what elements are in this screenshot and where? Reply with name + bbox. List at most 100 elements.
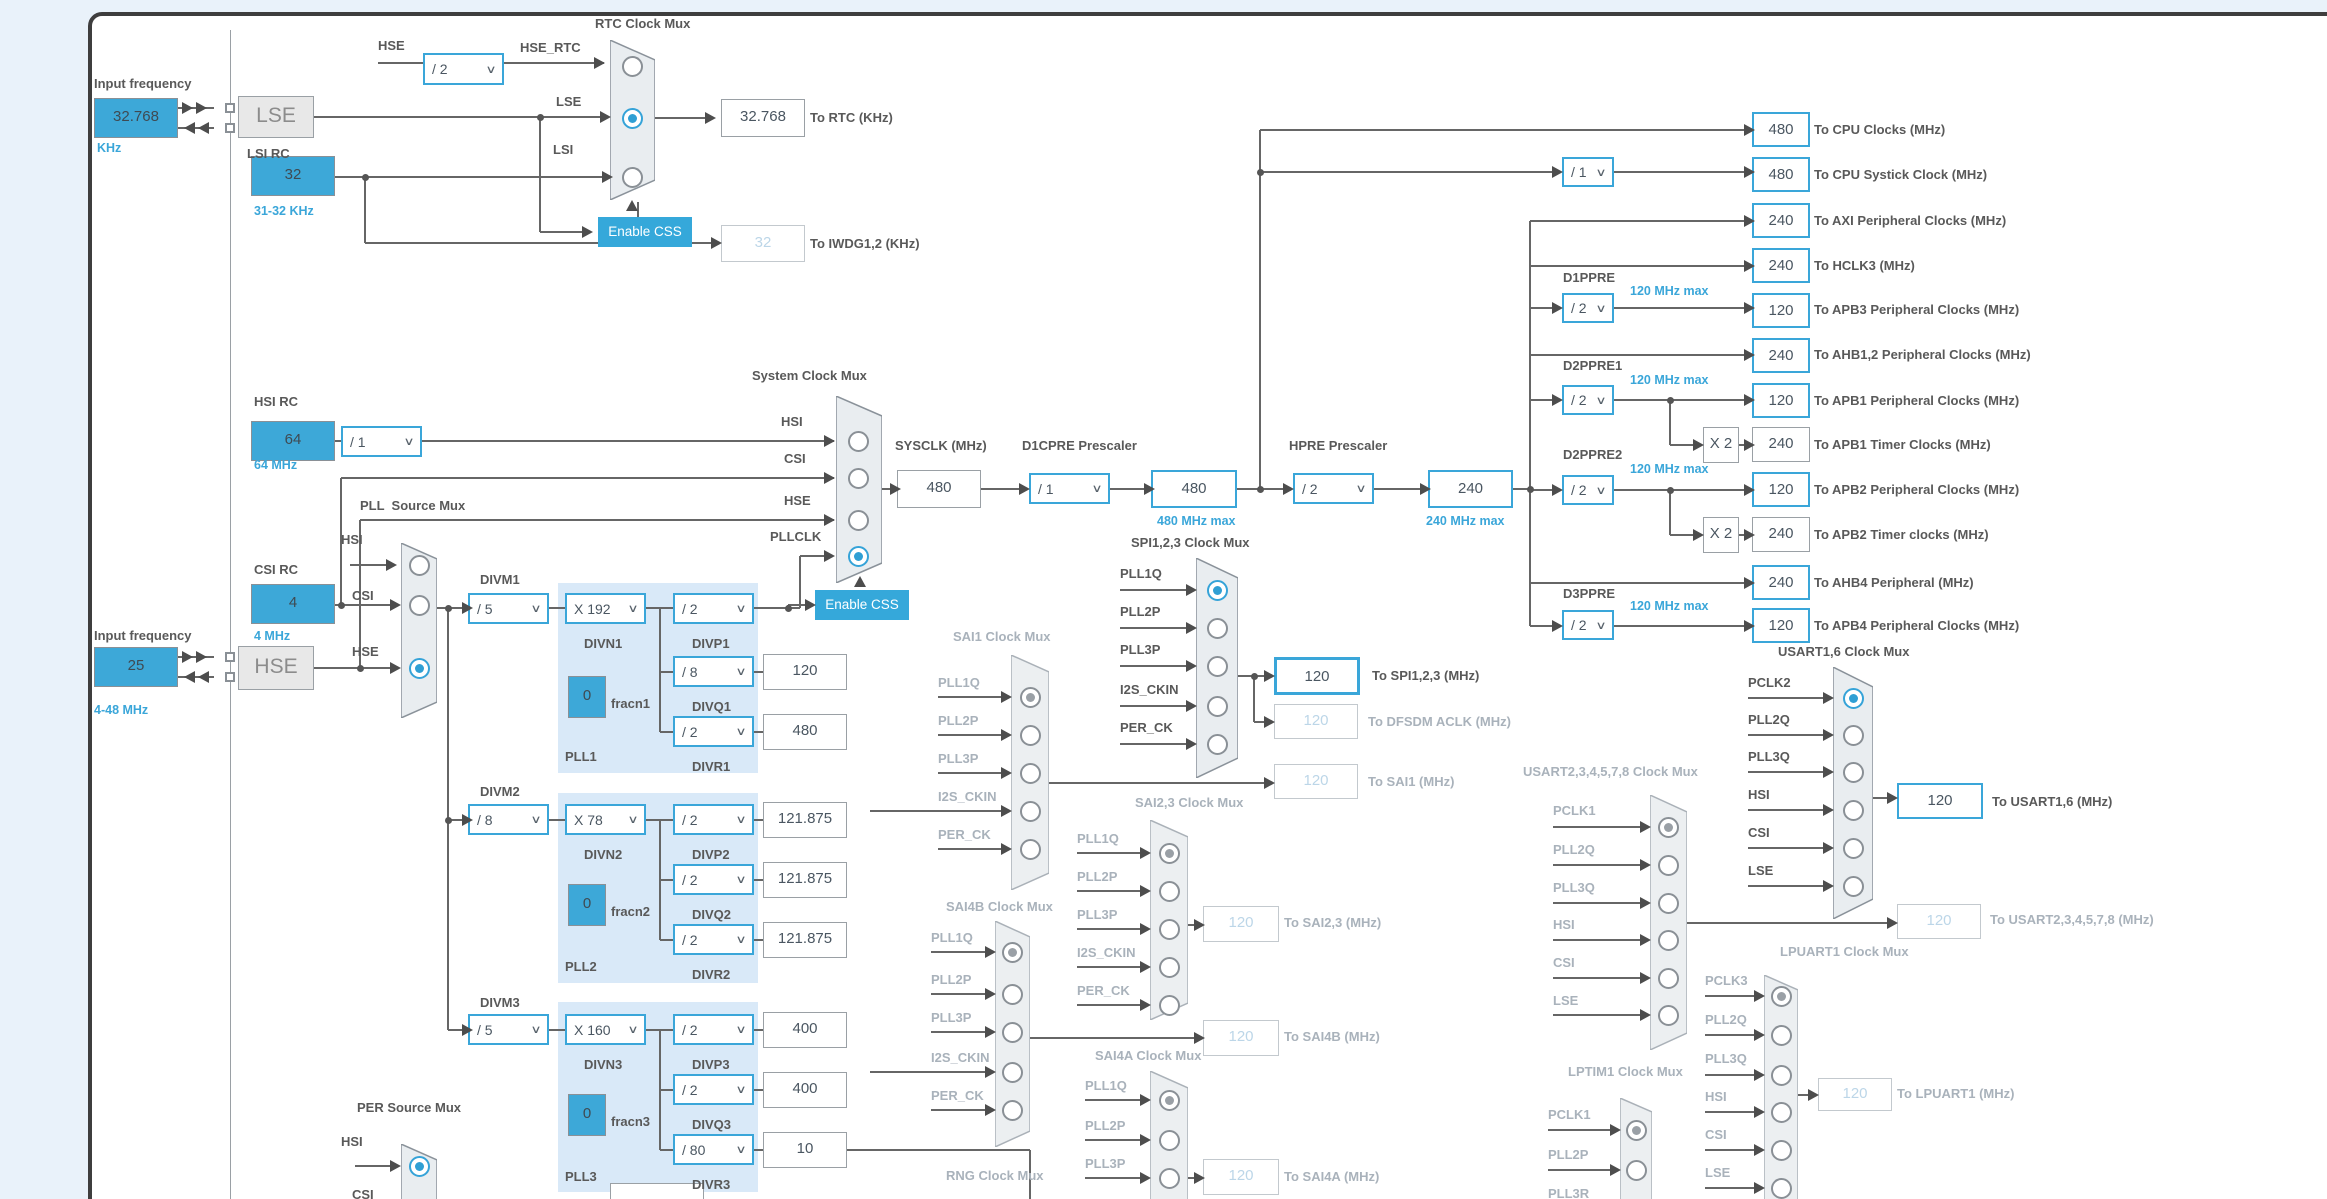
lptim1-clock-mux-radio-1[interactable] (1626, 1160, 1647, 1181)
csi-value-box[interactable]: 4 (251, 584, 335, 624)
spi123-clock-mux-radio-0[interactable] (1207, 580, 1228, 601)
systick-freq-box[interactable]: 480 (1752, 157, 1810, 192)
spi123-freq-box[interactable]: 120 (1274, 657, 1360, 695)
hclk3-freq-box[interactable]: 240 (1752, 248, 1810, 283)
sai23-clock-mux-radio-4[interactable] (1159, 995, 1180, 1016)
fracn1-field[interactable]: 0 (568, 676, 606, 718)
d3ppre-select[interactable]: / 2∨ (1562, 610, 1614, 640)
sai1-clock-mux-radio-1[interactable] (1020, 725, 1041, 746)
divq2-select[interactable]: / 2∨ (673, 864, 754, 895)
apb3-freq-box[interactable]: 120 (1752, 293, 1810, 328)
system-clock-mux-radio-0[interactable] (848, 431, 869, 452)
usart2345-clock-mux-radio-1[interactable] (1658, 855, 1679, 876)
sai4b-clock-mux-radio-4[interactable] (1002, 1100, 1023, 1121)
rtc-clock-mux-radio-0[interactable] (622, 56, 643, 77)
per-source-mux-radio-0[interactable] (409, 1156, 430, 1177)
sai4a-clock-mux-radio-2[interactable] (1159, 1168, 1180, 1189)
d1ppre-select[interactable]: / 2∨ (1562, 293, 1614, 323)
hsi-value-box[interactable]: 64 (251, 421, 335, 461)
d2ppre2-select[interactable]: / 2∨ (1562, 475, 1614, 505)
rtc-enable-css-button[interactable]: Enable CSS (598, 217, 692, 247)
fracn2-field[interactable]: 0 (568, 884, 606, 926)
ahb4-freq-box[interactable]: 240 (1752, 565, 1810, 600)
divm2-select[interactable]: / 8∨ (468, 804, 549, 835)
usart2345-clock-mux-radio-4[interactable] (1658, 968, 1679, 989)
sai4b-clock-mux-radio-0[interactable] (1002, 942, 1023, 963)
sai1-clock-mux-radio-4[interactable] (1020, 839, 1041, 860)
divr1-select[interactable]: / 2∨ (673, 716, 754, 747)
spi123-clock-mux-radio-4[interactable] (1207, 734, 1228, 755)
sai4a-clock-mux-radio-0[interactable] (1159, 1090, 1180, 1111)
divp1-select[interactable]: / 2∨ (673, 593, 754, 624)
rtc-hse-div-select[interactable]: / 2∨ (423, 53, 504, 85)
pll-source-mux-radio-1[interactable] (409, 595, 430, 616)
d1cpre-out-box[interactable]: 480 (1151, 470, 1237, 508)
divm3-select[interactable]: / 5∨ (468, 1014, 549, 1045)
usart16-clock-mux-radio-1[interactable] (1843, 725, 1864, 746)
sai23-clock-mux-radio-0[interactable] (1159, 843, 1180, 864)
lpuart1-clock-mux-radio-3[interactable] (1771, 1102, 1792, 1123)
divq3-select[interactable]: / 2∨ (673, 1074, 754, 1105)
cpu-freq-box[interactable]: 480 (1752, 112, 1810, 147)
hpre-select[interactable]: / 2∨ (1293, 473, 1374, 504)
lpuart1-clock-mux-radio-1[interactable] (1771, 1025, 1792, 1046)
hpre-out-box[interactable]: 240 (1428, 470, 1513, 508)
usart2345-clock-mux-radio-3[interactable] (1658, 930, 1679, 951)
usart16-freq-box[interactable]: 120 (1897, 783, 1983, 819)
lsi-value-box[interactable]: 32 (251, 156, 335, 196)
divn3-select[interactable]: X 160∨ (565, 1014, 646, 1045)
apb2-freq-box[interactable]: 120 (1752, 472, 1810, 507)
usart2345-clock-mux-radio-5[interactable] (1658, 1005, 1679, 1026)
divn2-select[interactable]: X 78∨ (565, 804, 646, 835)
axi-freq-box[interactable]: 240 (1752, 203, 1810, 238)
d2ppre1-select[interactable]: / 2∨ (1562, 385, 1614, 415)
lpuart1-clock-mux-radio-0[interactable] (1771, 986, 1792, 1007)
divp3-select[interactable]: / 2∨ (673, 1014, 754, 1045)
rtc-clock-mux-radio-1[interactable] (622, 108, 643, 129)
usart16-clock-mux-radio-3[interactable] (1843, 800, 1864, 821)
spi123-clock-mux-radio-2[interactable] (1207, 656, 1228, 677)
system-clock-mux-radio-2[interactable] (848, 510, 869, 531)
usart16-clock-mux-radio-4[interactable] (1843, 838, 1864, 859)
spi123-clock-mux-radio-1[interactable] (1207, 618, 1228, 639)
sai23-clock-mux-radio-3[interactable] (1159, 957, 1180, 978)
divr3-select[interactable]: / 80∨ (673, 1134, 754, 1165)
sai4b-clock-mux-radio-1[interactable] (1002, 984, 1023, 1005)
divp2-select[interactable]: / 2∨ (673, 804, 754, 835)
sai23-clock-mux-radio-1[interactable] (1159, 881, 1180, 902)
system-clock-mux-radio-3[interactable] (848, 546, 869, 567)
lse-input-frequency-field[interactable]: 32.768 (94, 98, 178, 138)
usart2345-clock-mux-radio-2[interactable] (1658, 893, 1679, 914)
lpuart1-clock-mux-radio-5[interactable] (1771, 1178, 1792, 1199)
sai1-clock-mux-radio-3[interactable] (1020, 801, 1041, 822)
hse-input-frequency-field[interactable]: 25 (94, 647, 178, 687)
sys-enable-css-button[interactable]: Enable CSS (815, 590, 909, 620)
rtc-clock-mux-radio-2[interactable] (622, 167, 643, 188)
pll-source-mux-radio-2[interactable] (409, 658, 430, 679)
usart16-clock-mux-radio-0[interactable] (1843, 688, 1864, 709)
systick-div-select[interactable]: / 1∨ (1562, 157, 1614, 187)
system-clock-mux-radio-1[interactable] (848, 468, 869, 489)
apb1-freq-box[interactable]: 120 (1752, 383, 1810, 418)
divq1-select[interactable]: / 8∨ (673, 656, 754, 687)
lpuart1-clock-mux-radio-2[interactable] (1771, 1065, 1792, 1086)
sai4b-clock-mux-radio-2[interactable] (1002, 1022, 1023, 1043)
spi123-clock-mux-radio-3[interactable] (1207, 696, 1228, 717)
apb4-freq-box[interactable]: 120 (1752, 608, 1810, 643)
usart16-clock-mux-radio-5[interactable] (1843, 876, 1864, 897)
sai23-clock-mux-radio-2[interactable] (1159, 919, 1180, 940)
d1cpre-select[interactable]: / 1∨ (1029, 473, 1110, 504)
fracn3-field[interactable]: 0 (568, 1094, 606, 1136)
lpuart1-clock-mux-radio-4[interactable] (1771, 1140, 1792, 1161)
usart2345-clock-mux-radio-0[interactable] (1658, 817, 1679, 838)
lptim1-clock-mux-radio-0[interactable] (1626, 1120, 1647, 1141)
divm1-select[interactable]: / 5∨ (468, 593, 549, 624)
usart16-clock-mux-radio-2[interactable] (1843, 762, 1864, 783)
sai1-clock-mux-radio-0[interactable] (1020, 687, 1041, 708)
hsi-div-select[interactable]: / 1∨ (341, 426, 422, 457)
divn1-select[interactable]: X 192∨ (565, 593, 646, 624)
sai4b-clock-mux-radio-3[interactable] (1002, 1062, 1023, 1083)
pll-source-mux-radio-0[interactable] (409, 555, 430, 576)
divr2-select[interactable]: / 2∨ (673, 924, 754, 955)
ahb12-freq-box[interactable]: 240 (1752, 338, 1810, 373)
